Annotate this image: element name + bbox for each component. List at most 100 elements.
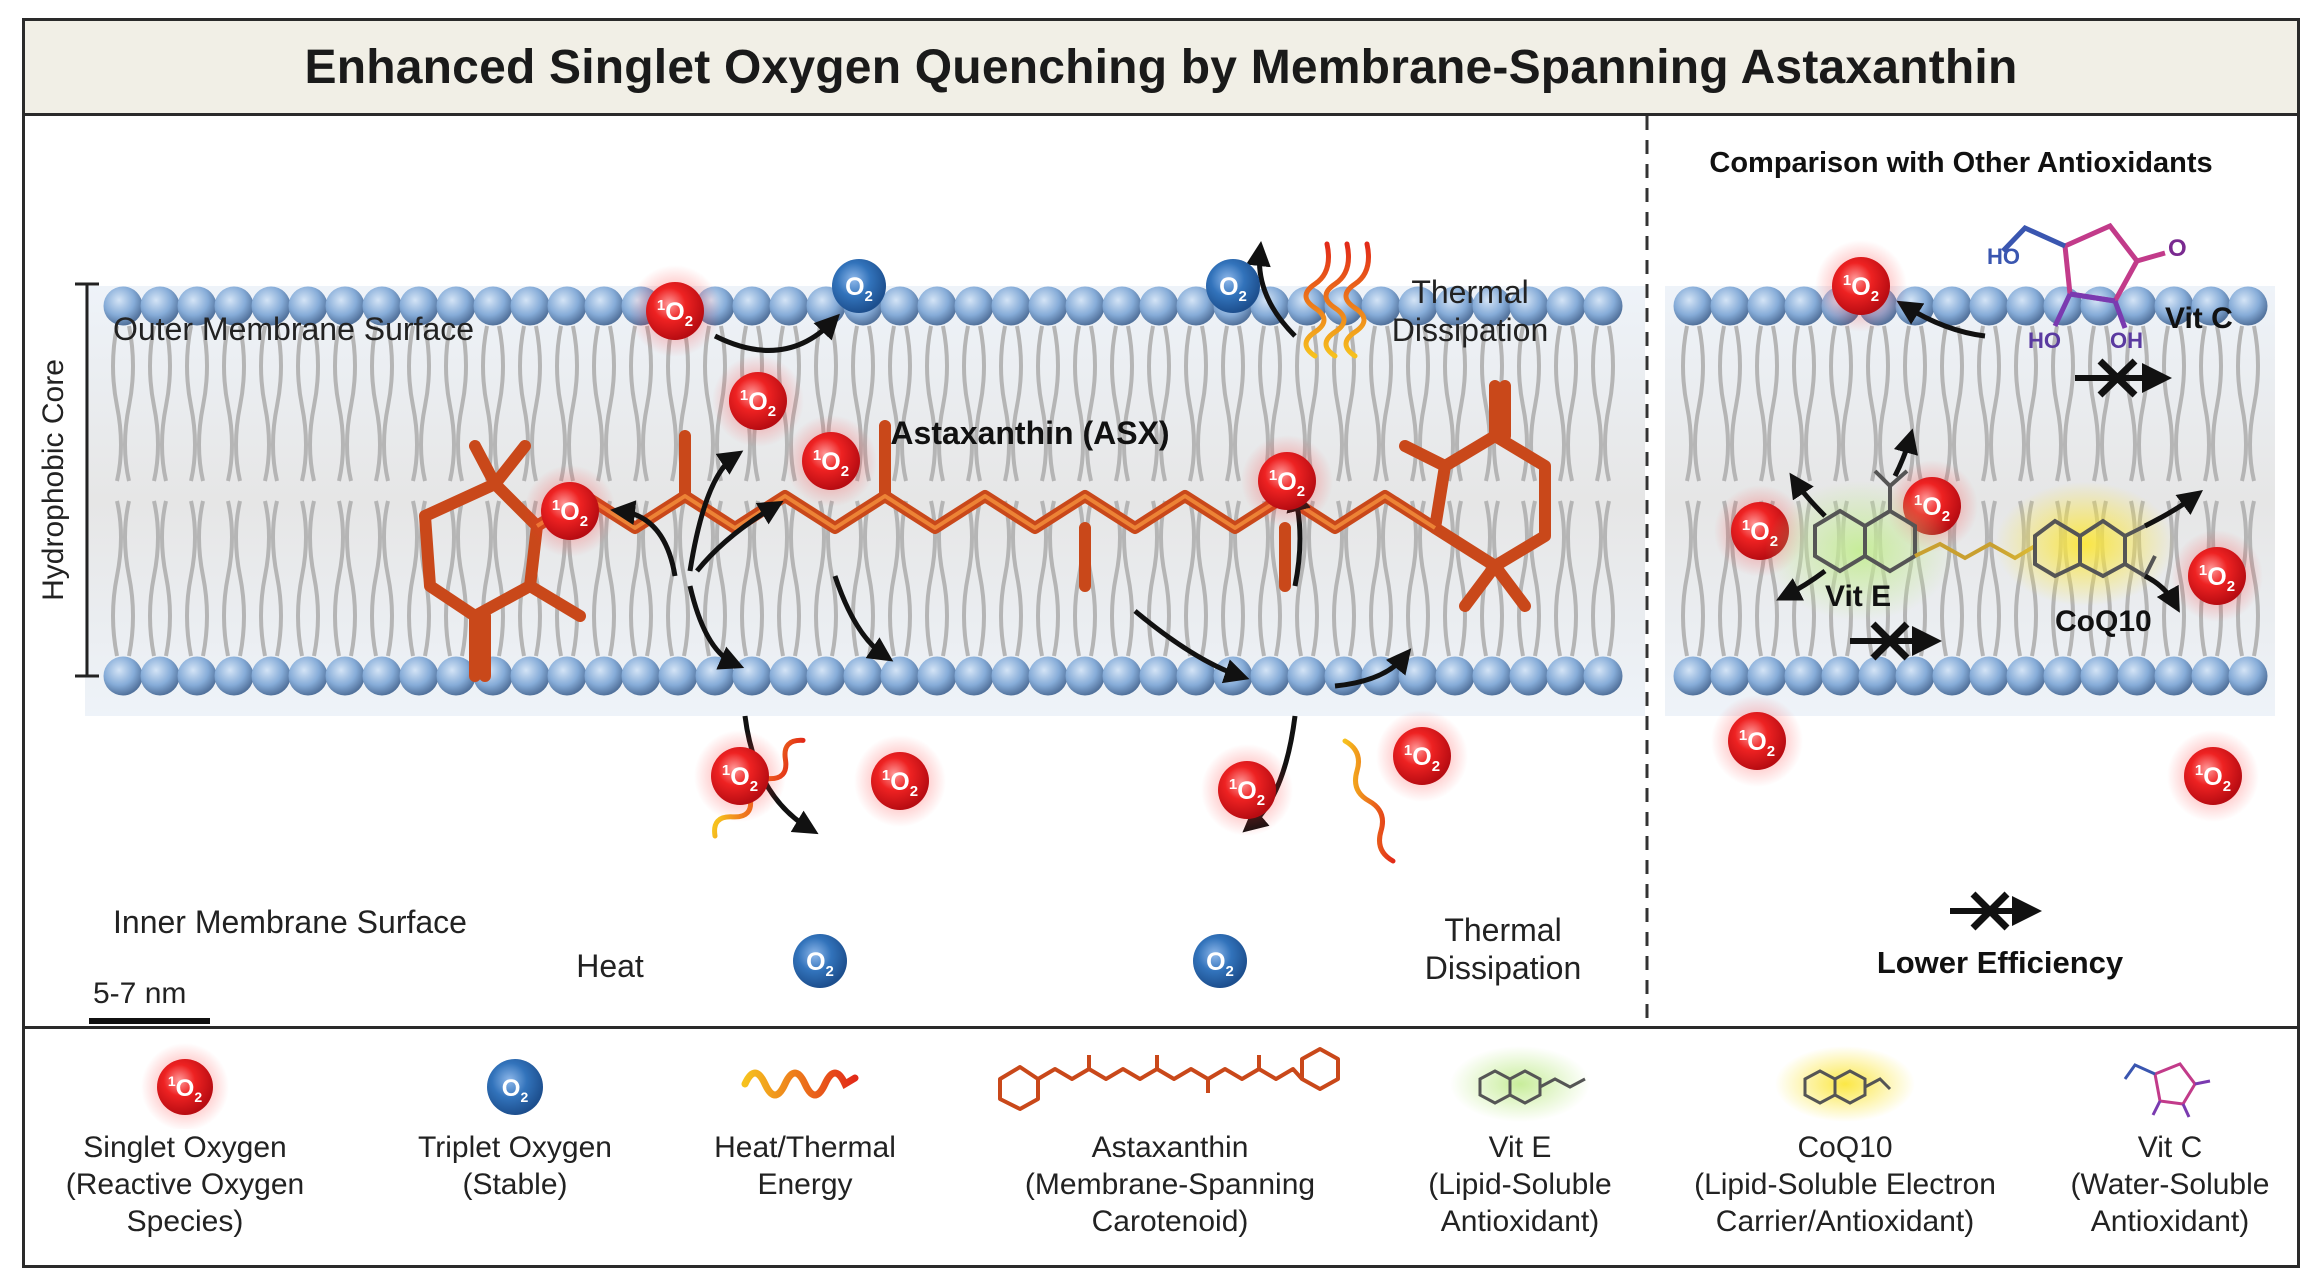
singlet-oxygen-icon: 1O2 (629, 265, 721, 357)
lipid-head (1398, 286, 1438, 326)
lipid-head (1895, 656, 1935, 696)
vit-c-o: O (2168, 235, 2187, 262)
lipid-tail (1866, 325, 1890, 482)
lipid-tail (592, 325, 616, 482)
lipid-tail (259, 500, 283, 657)
lipid-head (1324, 286, 1364, 326)
lipid-head (2228, 286, 2268, 326)
hydrophobic-core-label: Hydrophobic Core (37, 359, 70, 601)
lipid-tail (111, 325, 135, 482)
singlet-oxygen-icon: 1O2 (2171, 530, 2263, 622)
lipid-head (1969, 286, 2009, 326)
lipid-head (362, 656, 402, 696)
singlet-oxygen-icon: 1O2 (694, 730, 786, 822)
lipid-head (325, 286, 365, 326)
lipid-tail (962, 325, 986, 482)
svg-text:O2: O2 (1219, 273, 1247, 305)
svg-text:1O2: 1O2 (552, 497, 588, 530)
lipid-tail (1517, 500, 1541, 657)
svg-text:1O2: 1O2 (1843, 272, 1879, 305)
lipid-head (1139, 656, 1179, 696)
lipid-head (917, 286, 957, 326)
legend-label-vite-3: Antioxidant) (1440, 1205, 1600, 1238)
legend-vit-c: Vit C (Water-Soluble Antioxidant) (2055, 1029, 2285, 1268)
legend-vit-e: Vit E (Lipid-Soluble Antioxidant) (1410, 1029, 1630, 1268)
lipid-head (2117, 286, 2157, 326)
legend-label-vite-2: (Lipid-Soluble (1428, 1168, 1612, 1201)
lipid-head (2191, 656, 2231, 696)
svg-text:O2: O2 (845, 273, 873, 305)
lipid-tail (2014, 325, 2038, 482)
svg-text:1O2: 1O2 (882, 767, 918, 800)
scale-label: 5-7 nm (93, 977, 186, 1010)
lipid-head (177, 286, 217, 326)
legend-label-singlet-1: Singlet Oxygen (83, 1131, 287, 1164)
lipid-tail (1829, 325, 1853, 482)
lipid-head (2191, 286, 2231, 326)
lipid-head (2117, 656, 2157, 696)
legend: 1O2 Singlet Oxygen (Reactive Oxygen Spec… (25, 1026, 2297, 1268)
lipid-tail (296, 325, 320, 482)
svg-text:1O2: 1O2 (2195, 762, 2231, 795)
lipid-tail (1184, 325, 1208, 482)
lipid-tail (962, 500, 986, 657)
lipid-tail (518, 325, 542, 482)
lipid-head (1324, 656, 1364, 696)
heat-wave-bottom-right (1342, 738, 1396, 864)
lipid-head (1932, 286, 1972, 326)
lipid-head (436, 656, 476, 696)
lipid-head (325, 656, 365, 696)
lipid-head (1250, 656, 1290, 696)
legend-label-singlet-2: (Reactive Oxygen Species) (65, 1168, 305, 1238)
lipid-head (2080, 656, 2120, 696)
lipid-tail (444, 325, 468, 482)
singlet-oxygen-icon: 1O2 (712, 355, 804, 447)
singlet-oxygen-icon: 1O2 (854, 735, 946, 827)
lower-efficiency-label: Lower Efficiency (1877, 945, 2124, 980)
svg-text:1O2: 1O2 (1229, 776, 1265, 809)
thermal-label-top-2: Dissipation (1392, 312, 1549, 348)
coq10-molecule: CoQ10 (1995, 482, 2175, 638)
lipid-head (1546, 656, 1586, 696)
lipid-head (1509, 286, 1549, 326)
triplet-oxygen-icon: O2 (832, 259, 886, 313)
lipid-head (584, 286, 624, 326)
astaxanthin-label: Astaxanthin (ASX) (890, 415, 1169, 451)
vit-e-icon (1450, 1046, 1590, 1122)
lipid-tail (666, 500, 690, 657)
lipid-head (399, 656, 439, 696)
lipid-tail (1681, 325, 1705, 482)
lipid-head (510, 286, 550, 326)
lipid-head (1673, 286, 1713, 326)
lipid-tail (407, 325, 431, 482)
scale-bar: 5-7 nm (89, 977, 210, 1024)
singlet-oxygen-icon: 1O2 (785, 415, 877, 507)
lipid-head (140, 656, 180, 696)
thermal-label-top-1: Thermal (1411, 274, 1528, 310)
vit-c-label: Vit C (2165, 302, 2233, 335)
lipid-head (1747, 656, 1787, 696)
coq10-icon (1775, 1046, 1915, 1122)
lipid-head (621, 656, 661, 696)
triplet-oxygen-icon: O2 (793, 934, 847, 988)
lipid-head (1747, 286, 1787, 326)
lipid-head (880, 286, 920, 326)
lipid-head (214, 286, 254, 326)
lipid-tail (777, 500, 801, 657)
lipid-head (1435, 286, 1475, 326)
lipid-tail (1221, 325, 1245, 482)
lipid-head (473, 286, 513, 326)
lipid-tail (1591, 500, 1615, 657)
lipid-head (547, 656, 587, 696)
lipid-tail (1903, 325, 1927, 482)
svg-text:1O2: 1O2 (740, 387, 776, 420)
lipid-head (732, 656, 772, 696)
lipid-head (2154, 286, 2194, 326)
lipid-tail (555, 325, 579, 482)
lipid-head (288, 656, 328, 696)
lipid-head (2228, 656, 2268, 696)
lipid-head (880, 656, 920, 696)
lipid-head (1472, 656, 1512, 696)
lipid-tail (1591, 325, 1615, 482)
lipid-tail (1718, 325, 1742, 482)
